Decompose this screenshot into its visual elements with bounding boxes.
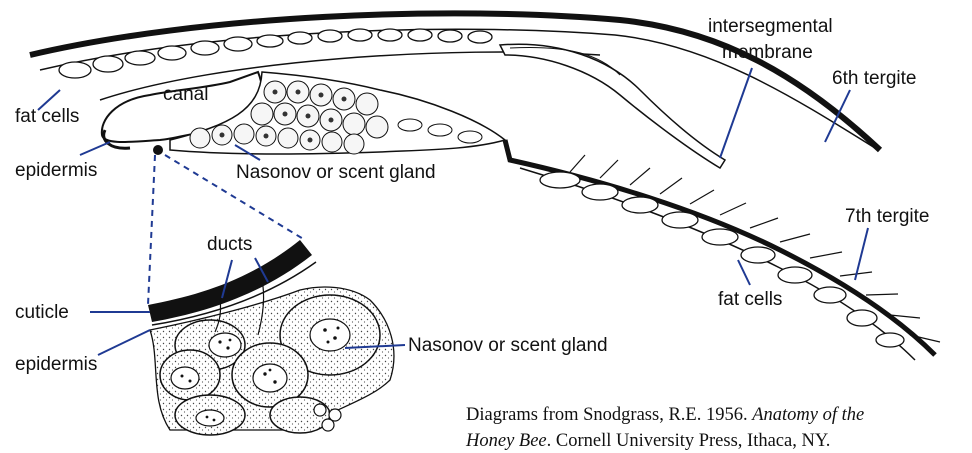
label-nasonov-gland-bottom: Nasonov or scent gland (408, 335, 608, 356)
label-ducts: ducts (207, 234, 252, 255)
citation-line-2-plain: . Cornell University Press, Ithaca, NY. (547, 431, 831, 451)
label-epidermis-top: epidermis (15, 160, 97, 181)
label-cuticle: cuticle (15, 302, 69, 323)
label-fat-cells-top: fat cells (15, 106, 79, 127)
label-nasonov-gland-top: Nasonov or scent gland (236, 162, 436, 183)
label-epidermis-bottom: epidermis (15, 354, 97, 375)
zoom-line-left (148, 155, 155, 305)
citation-line-2: Honey Bee. Cornell University Press, Ith… (465, 431, 830, 451)
label-seventh-tergite: 7th tergite (845, 206, 930, 227)
label-intersegmental-membrane-2: membrane (722, 42, 813, 63)
label-fat-cells-bottom: fat cells (718, 289, 782, 310)
citation-line-1-italic: Anatomy of the (750, 405, 864, 425)
seventh-tergite-drawing (505, 140, 940, 360)
citation-line-1-plain: Diagrams from Snodgrass, R.E. 1956. (466, 405, 752, 425)
label-canal: canal (163, 84, 208, 105)
label-sixth-tergite: 6th tergite (832, 68, 917, 89)
citation-line-1: Diagrams from Snodgrass, R.E. 1956. Anat… (466, 405, 864, 425)
magnified-inset-drawing (148, 240, 394, 435)
citation-line-2-italic: Honey Bee (465, 431, 547, 451)
label-intersegmental-membrane-1: intersegmental (708, 16, 833, 37)
